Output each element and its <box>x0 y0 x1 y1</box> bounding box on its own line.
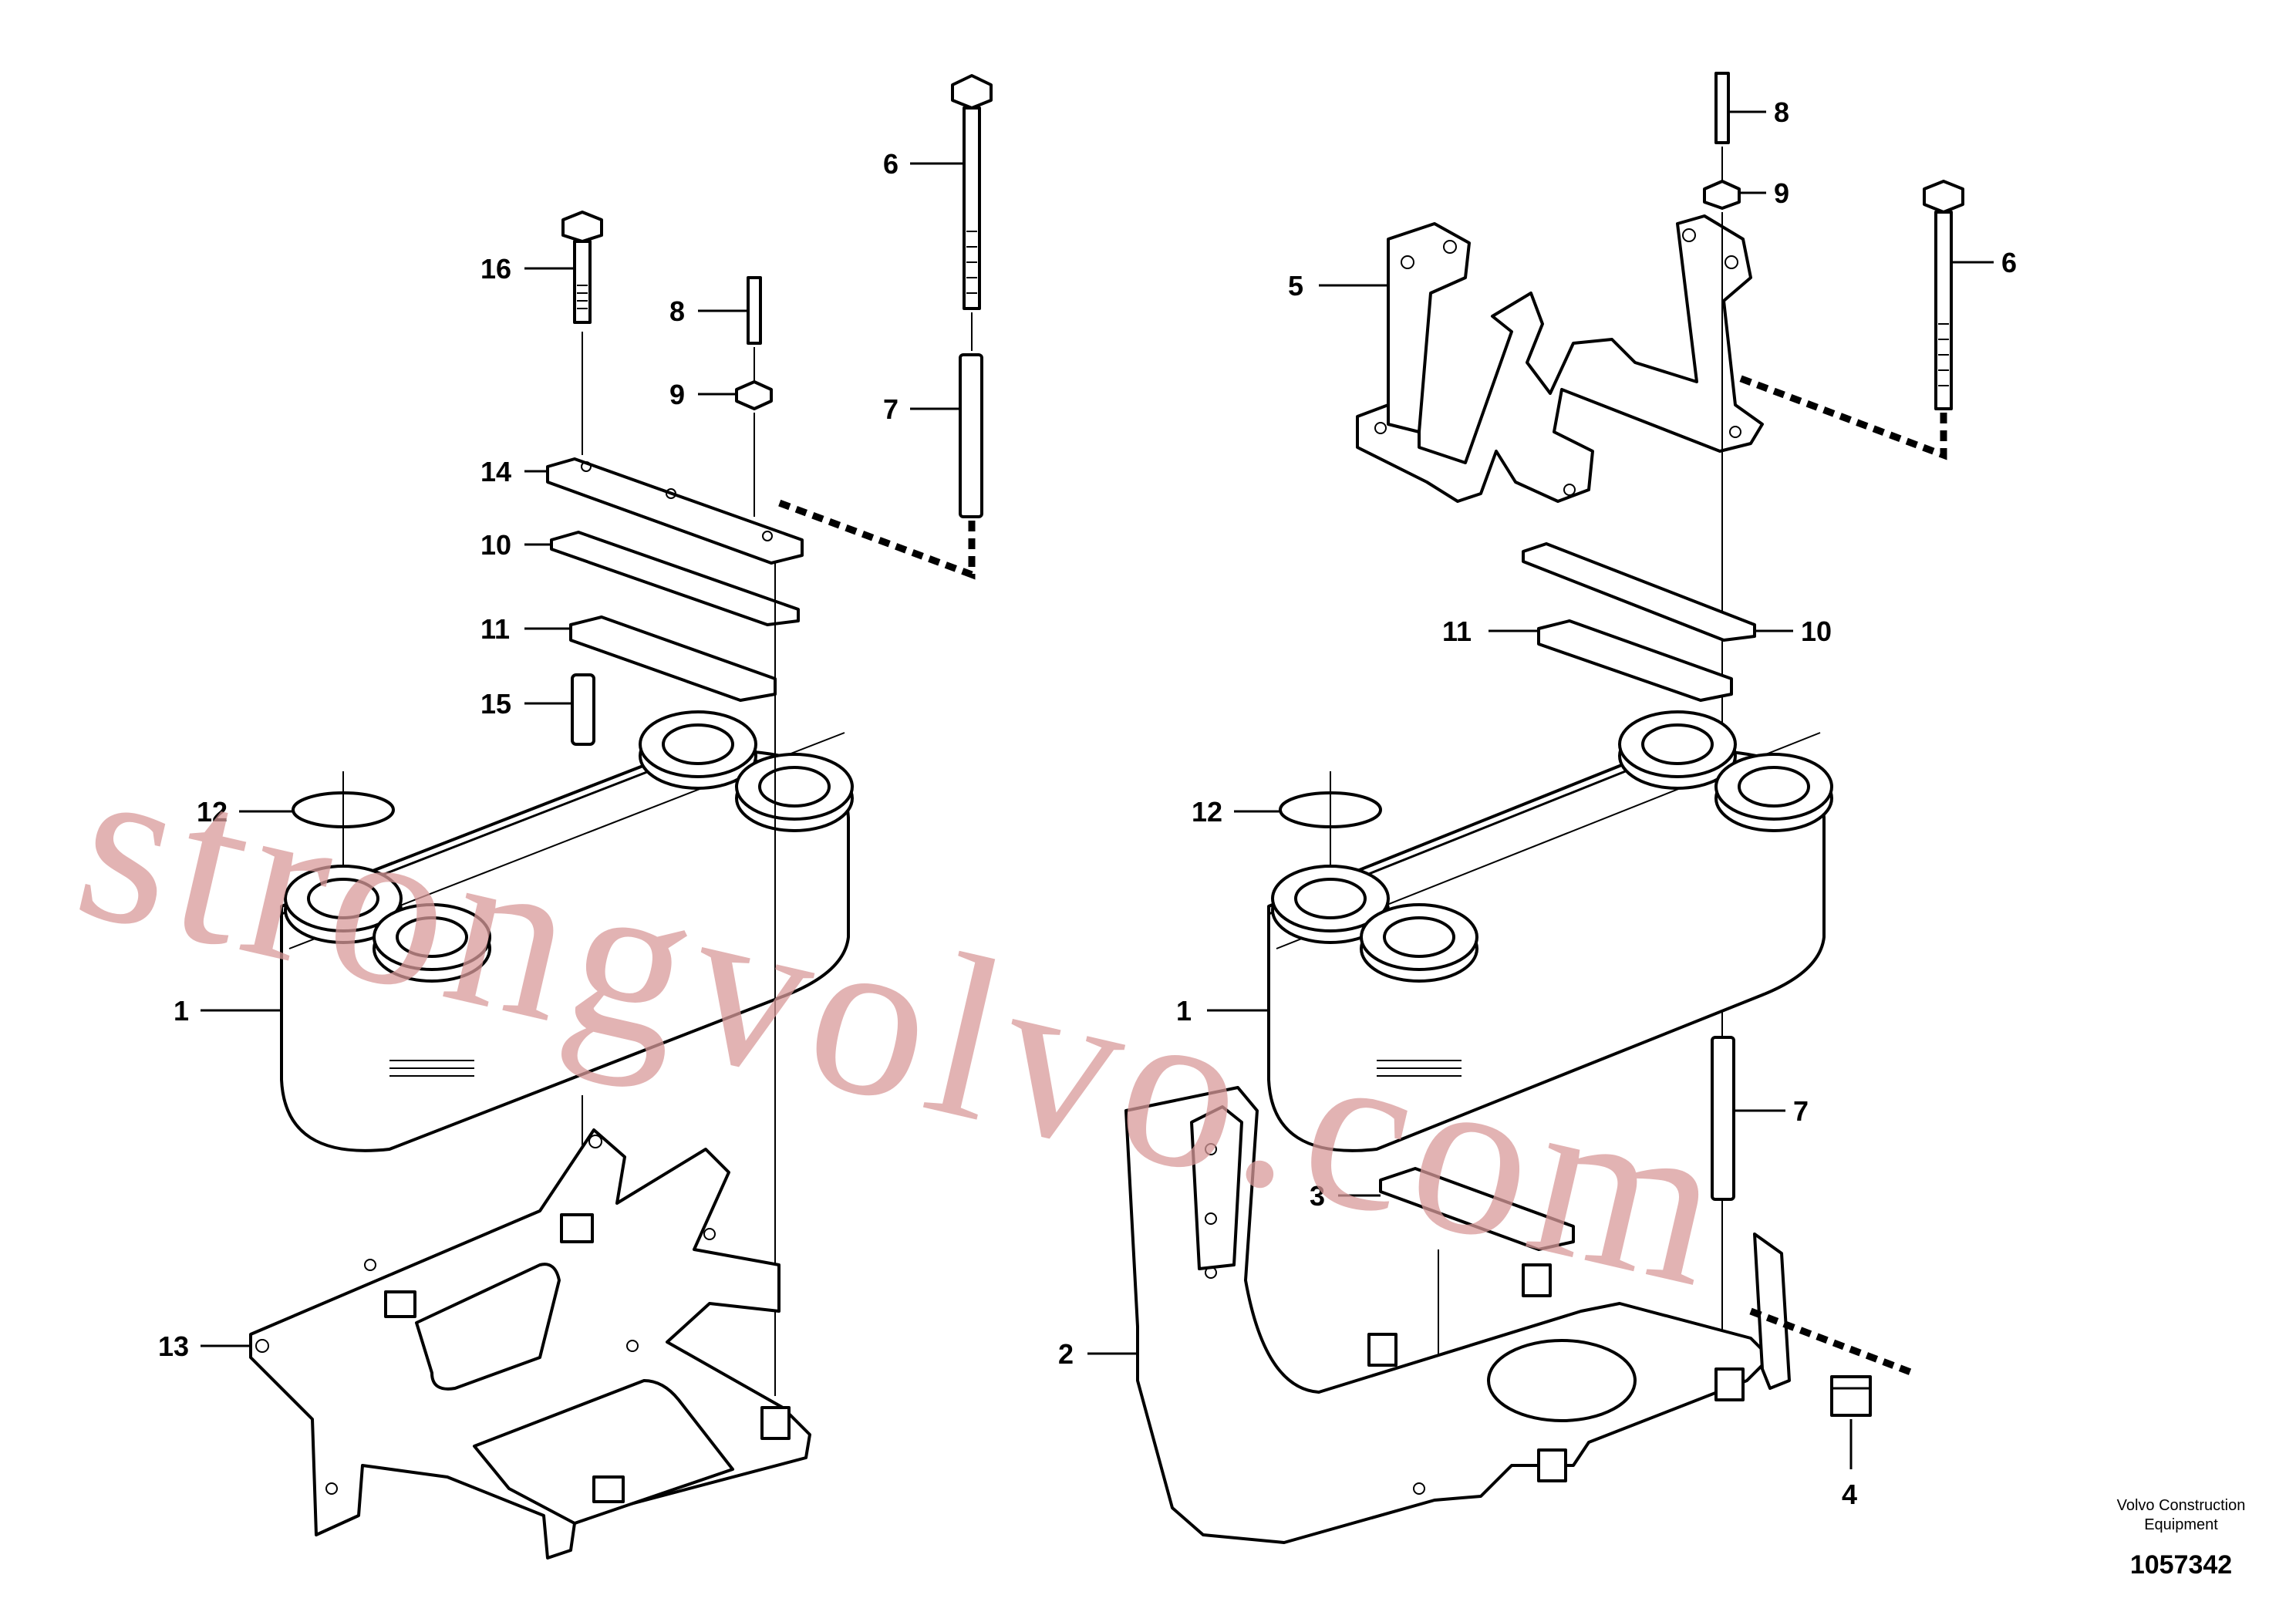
left-stud-8-nut-9 <box>735 276 773 517</box>
right-pad-11 <box>1537 619 1733 702</box>
footer: Volvo Construction Equipment 1057342 <box>2117 1497 2246 1580</box>
left-shim-10 <box>550 531 800 626</box>
callout-left-9: 9 <box>669 379 685 410</box>
left-alignment-dash <box>774 497 976 580</box>
callout-left-15: 15 <box>480 688 511 720</box>
callout-left-6: 6 <box>883 148 899 180</box>
right-assembly <box>1124 72 1964 1544</box>
callout-left-1: 1 <box>174 995 189 1027</box>
left-pad-11 <box>569 615 777 702</box>
callout-right-11: 11 <box>1442 615 1472 647</box>
callout-right-9: 9 <box>1774 177 1789 209</box>
callout-right-1: 1 <box>1176 995 1192 1027</box>
right-stud-8 <box>1714 72 1730 181</box>
callout-right-4: 4 <box>1842 1479 1857 1510</box>
right-pad-3 <box>1379 1167 1575 1251</box>
right-oil-cooler-1 <box>1267 710 1833 1152</box>
callout-left-13: 13 <box>158 1330 189 1362</box>
credit-line-2: Equipment <box>2144 1516 2218 1533</box>
left-spacer-7 <box>959 353 983 518</box>
callout-left-16: 16 <box>480 253 511 285</box>
left-sleeve-15 <box>571 673 595 746</box>
credit-line-1: Volvo Construction <box>2117 1497 2246 1514</box>
leader-lines <box>201 110 1994 1469</box>
callout-right-10: 10 <box>1801 615 1832 647</box>
left-plate-14 <box>546 457 804 565</box>
callout-right-3: 3 <box>1310 1180 1325 1212</box>
right-spacer-7 <box>1711 1036 1735 1201</box>
right-bracket-5 <box>1356 214 1764 503</box>
callouts-right: 8 9 6 5 11 10 12 1 7 3 2 4 <box>1058 96 2017 1510</box>
callout-left-8: 8 <box>669 295 685 327</box>
callout-left-7: 7 <box>883 393 899 425</box>
callout-right-6: 6 <box>2001 247 2017 278</box>
left-bolt-6 <box>951 74 993 351</box>
left-oil-cooler-1 <box>280 710 854 1152</box>
right-alignment-dash <box>1738 374 1947 460</box>
callout-right-7: 7 <box>1793 1095 1809 1127</box>
callout-left-12: 12 <box>197 796 228 828</box>
right-bracket-2 <box>1124 1086 1791 1544</box>
callout-right-5: 5 <box>1288 270 1303 302</box>
callout-right-2: 2 <box>1058 1338 1074 1370</box>
callout-left-10: 10 <box>480 529 511 561</box>
right-bolt-6 <box>1923 180 1964 410</box>
callout-left-14: 14 <box>480 456 511 487</box>
callouts-left: 16 8 9 6 7 14 10 11 15 12 1 13 <box>158 148 899 1362</box>
left-bracket-13 <box>249 1128 811 1560</box>
left-assembly <box>249 74 993 1560</box>
right-clip-dash <box>1749 1307 1914 1377</box>
right-nut-9 <box>1703 180 1741 210</box>
right-clip-4 <box>1830 1375 1872 1417</box>
callout-right-8: 8 <box>1774 96 1789 128</box>
callout-left-11: 11 <box>480 613 510 645</box>
right-shim-10 <box>1522 542 1756 642</box>
callout-right-12: 12 <box>1192 796 1222 828</box>
left-bolt-16 <box>561 211 603 455</box>
document-number: 1057342 <box>2130 1550 2232 1580</box>
